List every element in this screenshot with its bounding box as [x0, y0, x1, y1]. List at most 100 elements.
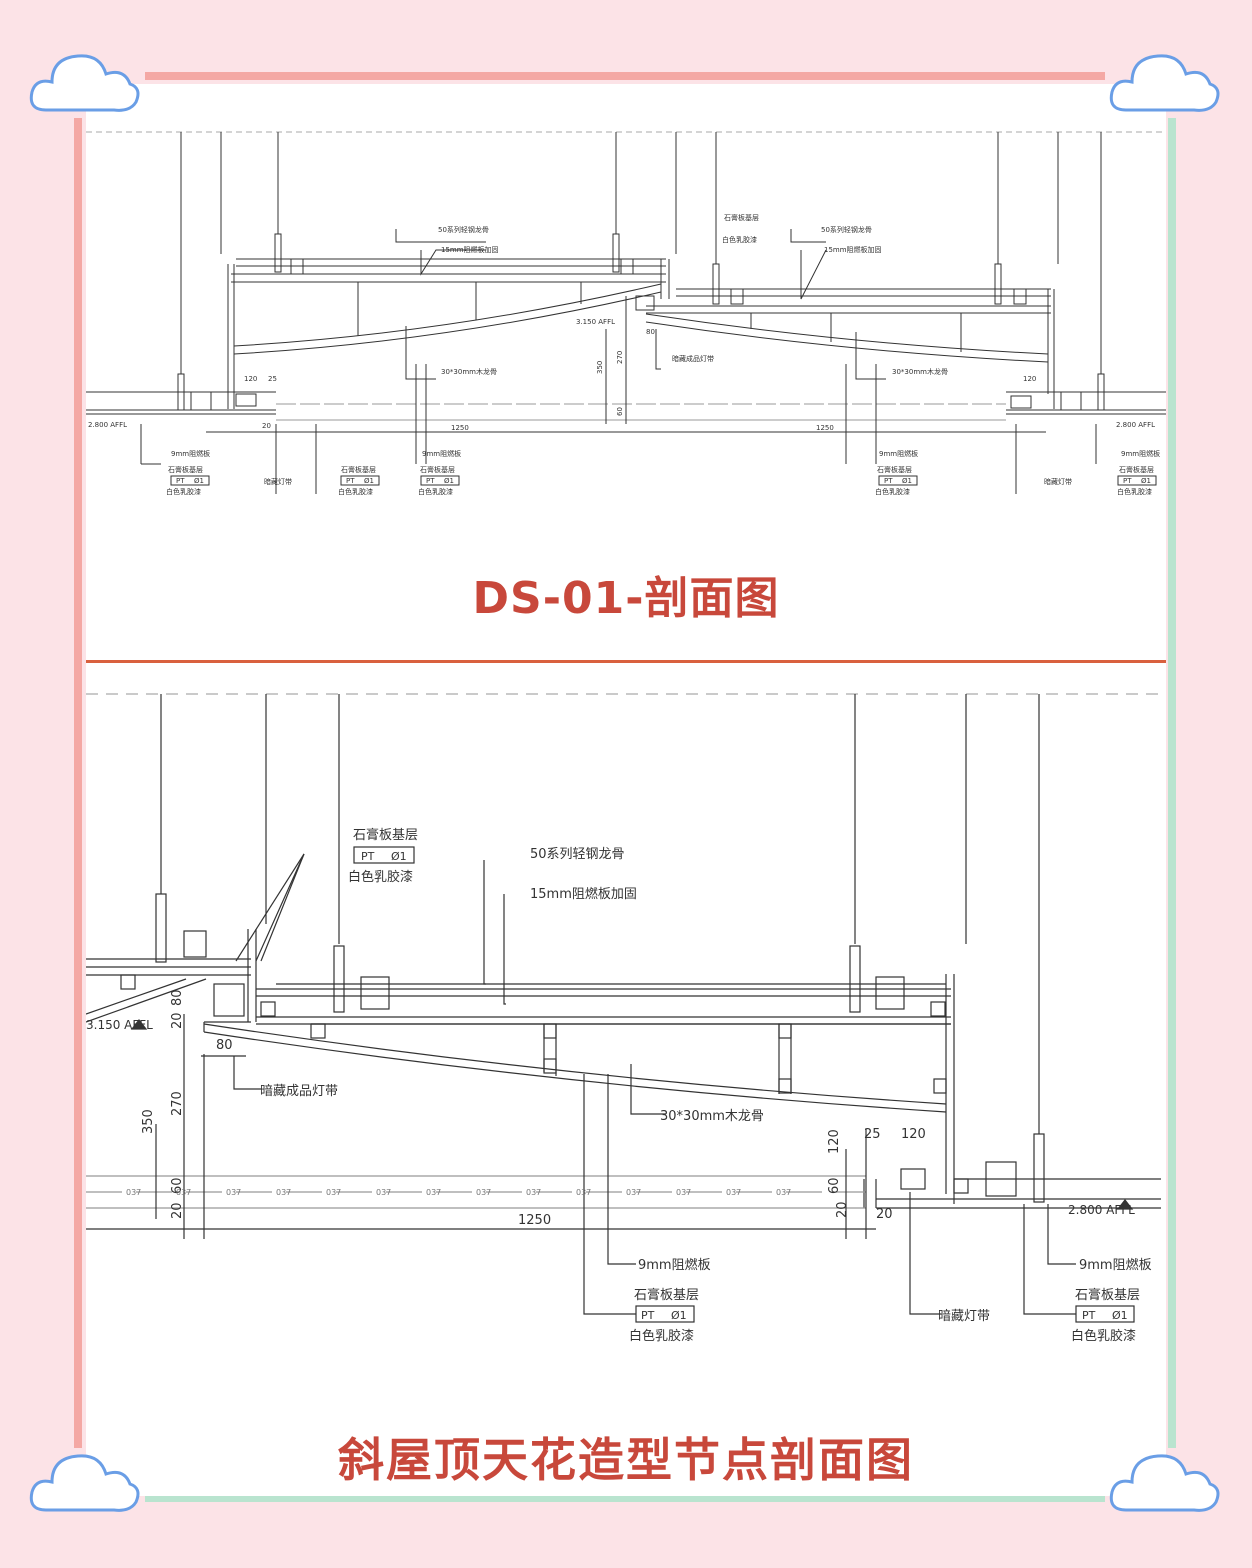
section-title: DS-01-剖面图	[472, 573, 780, 624]
top-label-gypsum-d: 石膏板基层	[877, 465, 912, 474]
top-label-dim-20: 20	[262, 422, 271, 430]
cloud-icon-top-left	[29, 54, 140, 112]
top-label-gypsum-base-mid: 石膏板基层	[724, 213, 759, 222]
bottom-label-dim-120h: 120	[901, 1127, 926, 1142]
top-label-latex-c: 白色乳胶漆	[418, 487, 453, 496]
bottom-label-pt: PT	[361, 850, 375, 863]
bottom-label-dim-80v: 80	[170, 989, 185, 1006]
bottom-label-dim-20b: 20	[835, 1201, 850, 1218]
top-label-elev-mid: 3.150 AFFL	[576, 318, 615, 326]
top-label-wood-keel-left: 30*30mm木龙骨	[441, 367, 497, 376]
grid-mark-label: 037	[426, 1188, 441, 1197]
grid-mark-label: 037	[226, 1188, 241, 1197]
bottom-label-gypsum-base: 石膏板基层	[353, 827, 418, 843]
top-label-dim-350: 350	[596, 361, 604, 374]
bottom-label-hidden-finished-strip: 暗藏成品灯带	[260, 1084, 338, 1099]
top-label-dim-120-left: 120	[244, 375, 257, 383]
frame-top-border	[145, 72, 1105, 80]
grid-mark-label: 037	[676, 1188, 691, 1197]
bottom-label-dim-20c: 20	[876, 1207, 893, 1222]
top-label-dim-1250-left: 1250	[451, 424, 469, 432]
bottom-label-wood-keel: 30*30mm木龙骨	[660, 1109, 764, 1124]
cloud-icon-top-right	[1109, 54, 1220, 112]
bottom-label-elev-right: 2.800 AFFL	[1068, 1203, 1135, 1217]
grid-mark-label: 037	[776, 1188, 791, 1197]
frame-right-border	[1168, 118, 1176, 1448]
bottom-detail-drawing: 石膏板基层 PT Ø1 白色乳胶漆 50系列轻钢龙骨 15mm阻燃板加固 3.1…	[86, 693, 1166, 1344]
grid-mark-label: 037	[726, 1188, 741, 1197]
top-label-fire-board-right: 15mm阻燃板加固	[824, 245, 882, 254]
top-label-ptcode-f: Ø1	[1141, 477, 1151, 485]
top-label-dim-80: 80	[646, 328, 655, 336]
top-label-fire-board-9-f: 9mm阻燃板	[1121, 449, 1160, 458]
top-label-latex-d: 白色乳胶漆	[875, 487, 910, 496]
bottom-label-dim-120v: 120	[827, 1129, 842, 1154]
top-section-drawing: 50系列轻钢龙骨 15mm阻燃板加固 石膏板基层 白色乳胶漆 50系列轻钢龙骨 …	[86, 131, 1166, 496]
bottom-label-dim-80h: 80	[216, 1038, 233, 1053]
top-label-dim-270: 270	[616, 351, 624, 364]
frame-bottom-border	[145, 1494, 1105, 1502]
bottom-label-elev-mid: 3.150 AFFL	[86, 1018, 153, 1032]
grid-mark-label: 037	[276, 1188, 291, 1197]
top-label-latex-b: 白色乳胶漆	[338, 487, 373, 496]
bottom-label-dim-60b: 60	[827, 1177, 842, 1194]
top-label-steel-keel-left: 50系列轻钢龙骨	[438, 225, 489, 234]
bottom-label-fire-board-9-left: 9mm阻燃板	[638, 1257, 711, 1273]
bottom-label-dim-60: 60	[170, 1177, 185, 1194]
grid-mark-label: 037	[376, 1188, 391, 1197]
bottom-label-dim-350: 350	[141, 1109, 156, 1134]
top-label-latex-f: 白色乳胶漆	[1117, 487, 1152, 496]
grid-mark-label: 037	[126, 1188, 141, 1197]
top-label-latex-a: 白色乳胶漆	[166, 487, 201, 496]
section-divider	[86, 660, 1166, 663]
drawing-sheet: 50系列轻钢龙骨 15mm阻燃板加固 石膏板基层 白色乳胶漆 50系列轻钢龙骨 …	[86, 84, 1166, 1496]
bottom-label-pt-left: PT	[641, 1309, 655, 1322]
top-label-dim-120-right: 120	[1023, 375, 1036, 383]
top-label-fire-board-left: 15mm阻燃板加固	[441, 245, 499, 254]
top-label-fire-board-9-c: 9mm阻燃板	[422, 449, 461, 458]
grid-mark-label: 037	[176, 1188, 191, 1197]
main-title: 斜屋顶天花造型节点剖面图	[338, 1433, 914, 1487]
top-label-gypsum-f: 石膏板基层	[1119, 465, 1154, 474]
top-label-dim-25: 25	[268, 375, 277, 383]
bottom-label-dim-1250: 1250	[518, 1213, 551, 1228]
top-label-ptcode-a: Ø1	[194, 477, 204, 485]
bottom-label-pt-code: Ø1	[391, 850, 407, 863]
grid-mark-label: 037	[576, 1188, 591, 1197]
top-label-pt-c: PT	[426, 477, 435, 485]
top-label-latex-mid: 白色乳胶漆	[722, 235, 757, 244]
bottom-label-dim-25: 25	[864, 1127, 881, 1142]
bottom-label-dim-20: 20	[170, 1012, 185, 1029]
top-label-fire-board-9-a: 9mm阻燃板	[171, 449, 210, 458]
bottom-label-steel-keel: 50系列轻钢龙骨	[530, 847, 625, 862]
top-label-ptcode-b: Ø1	[364, 477, 374, 485]
top-label-ptcode-c: Ø1	[444, 477, 454, 485]
top-label-dim-1250-right: 1250	[816, 424, 834, 432]
bottom-label-pt-right: PT	[1082, 1309, 1096, 1322]
bottom-label-dim-20-left-low: 20	[170, 1202, 185, 1219]
top-label-pt-a: PT	[176, 477, 185, 485]
grid-mark-label: 037	[526, 1188, 541, 1197]
top-label-dim-60: 60	[616, 407, 624, 416]
top-label-steel-keel-right: 50系列轻钢龙骨	[821, 225, 872, 234]
bottom-label-gypsum-left: 石膏板基层	[634, 1287, 699, 1303]
cloud-icon-bottom-left	[29, 1454, 140, 1512]
bottom-label-gypsum-right: 石膏板基层	[1075, 1287, 1140, 1303]
bottom-label-hidden-strip: 暗藏灯带	[938, 1309, 990, 1324]
top-label-elev-right: 2.800 AFFL	[1116, 421, 1155, 429]
bottom-label-latex: 白色乳胶漆	[348, 869, 413, 885]
top-label-gypsum-a: 石膏板基层	[168, 465, 203, 474]
top-label-wood-keel-right: 30*30mm木龙骨	[892, 367, 948, 376]
top-label-hidden-strip-e: 暗藏灯带	[1044, 477, 1072, 486]
top-label-hidden-finished-strip: 暗藏成品灯带	[672, 354, 714, 363]
top-label-gypsum-b: 石膏板基层	[341, 465, 376, 474]
frame-left-border	[74, 118, 82, 1448]
bottom-label-dim-270: 270	[170, 1091, 185, 1116]
top-label-elev-left: 2.800 AFFL	[88, 421, 127, 429]
top-label-gypsum-c: 石膏板基层	[420, 465, 455, 474]
top-label-pt-d: PT	[884, 477, 893, 485]
top-label-pt-f: PT	[1123, 477, 1132, 485]
top-label-fire-board-9-d: 9mm阻燃板	[879, 449, 918, 458]
top-label-ptcode-d: Ø1	[902, 477, 912, 485]
